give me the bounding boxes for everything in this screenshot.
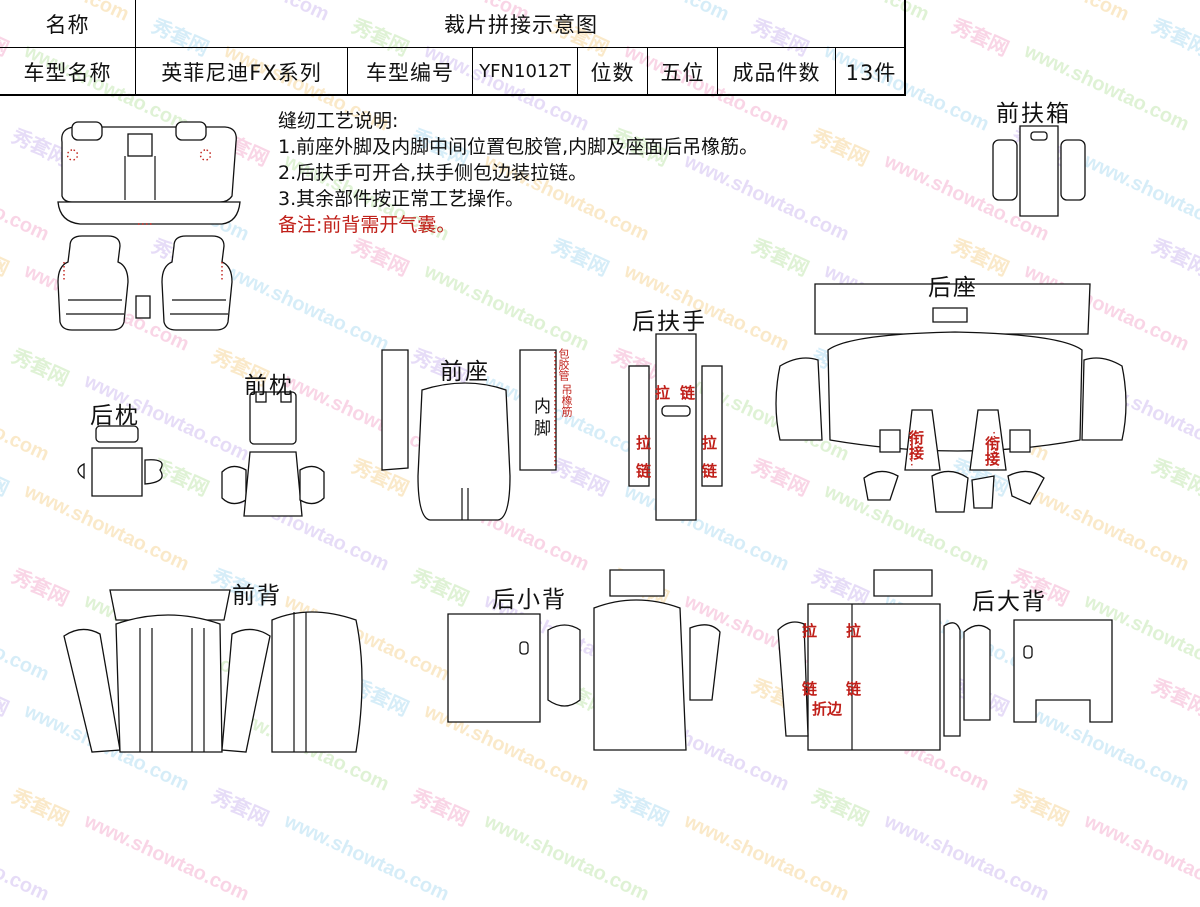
- model-code-value: YFN1012T: [473, 47, 578, 96]
- label-front-headrest: 前枕: [244, 373, 294, 399]
- pieces-label: 成品件数: [718, 47, 836, 96]
- watermark-text-en: www.showtao.com: [80, 810, 253, 906]
- label-rear-headrest: 后枕: [90, 403, 140, 429]
- annotation-fold-edge: 折边: [812, 700, 843, 718]
- watermark-text-en: www.showtao.com: [680, 810, 853, 906]
- rear-small-back-pieces: [447, 569, 721, 751]
- rear-armrest-pieces: [628, 333, 723, 521]
- label-rear-armrest: 后扶手: [632, 309, 707, 335]
- annotation-zip-lian-back-left: 链: [802, 680, 818, 698]
- model-code-label: 车型编号: [348, 47, 473, 96]
- label-front-back: 前背: [232, 583, 282, 609]
- watermark-text-en: www.showtao.com: [1080, 810, 1200, 906]
- model-name-label: 车型名称: [0, 47, 136, 96]
- diagram-title: 裁片拼接示意图: [444, 12, 598, 37]
- annotation-tube-wrap: 包胶管: [557, 348, 570, 381]
- seats-value: 五位: [648, 47, 718, 96]
- model-name-value: 英菲尼迪FX系列: [136, 47, 348, 96]
- label-rear-small-back: 后小背: [492, 587, 567, 613]
- label-rear-seat: 后座: [928, 275, 978, 301]
- annotation-zip-lian-right: 链: [702, 462, 718, 480]
- annotation-join-left: 衔接: [907, 430, 925, 460]
- annotation-zip-lian-back-right: 链: [846, 680, 862, 698]
- rear-seat-pieces: [775, 283, 1127, 513]
- label-rear-large-back: 后大背: [972, 589, 1047, 615]
- pieces-value: 13件: [845, 60, 897, 85]
- watermark-text-en: www.showtao.com: [480, 810, 653, 906]
- front-back-pieces: [63, 589, 363, 753]
- rear-headrest-pieces: [77, 425, 163, 497]
- notes-line-1: 1.前座外脚及内脚中间位置包胶管,内脚及座面后吊橡筋。: [278, 136, 759, 158]
- watermark-text-en: www.showtao.com: [880, 810, 1053, 906]
- overview-rear-seat: [57, 121, 241, 225]
- annotation-zip-la-back-right: 拉: [846, 622, 862, 640]
- watermark-text-en: www.showtao.com: [0, 810, 53, 906]
- annotation-zip-la-left: 拉: [636, 434, 652, 452]
- notes-title: 缝纫工艺说明:: [278, 110, 399, 132]
- header-divider: [0, 47, 906, 48]
- label-front-console: 前扶箱: [996, 101, 1071, 127]
- annotation-zip-lian-top: 链: [680, 384, 696, 402]
- rear-large-back-pieces: [777, 569, 1113, 751]
- watermark-text-en: www.showtao.com: [280, 810, 453, 906]
- annotation-join-right: 衔接: [983, 436, 1001, 466]
- annotation-zip-lian-left: 链: [636, 462, 652, 480]
- front-seat-pieces: [381, 349, 557, 521]
- sewing-notes: 缝纫工艺说明: 1.前座外脚及内脚中间位置包胶管,内脚及座面后吊橡筋。 2.后扶…: [278, 108, 758, 238]
- front-console-pieces: [992, 125, 1086, 217]
- notes-line-2: 2.后扶手可开合,扶手侧包边装拉链。: [278, 162, 588, 184]
- pattern-pieces: [57, 121, 1127, 753]
- front-headrest-pieces: [221, 391, 325, 517]
- seats-label: 位数: [578, 47, 648, 96]
- annotation-elastic: 吊橡筋: [560, 384, 573, 417]
- annotation-zip-la-right: 拉: [702, 434, 718, 452]
- annotation-inner: 内: [534, 397, 551, 417]
- header-table: 名称 裁片拼接示意图 车型名称 英菲尼迪FX系列 车型编号 YFN1012T 位…: [0, 0, 906, 96]
- label-front-seat: 前座: [440, 359, 490, 385]
- notes-remark: 备注:前背需开气囊。: [278, 214, 456, 236]
- annotation-zip-la-top: 拉: [655, 384, 671, 402]
- name-label: 名称: [0, 0, 136, 47]
- annotation-leg: 脚: [534, 419, 551, 439]
- notes-line-3: 3.其余部件按正常工艺操作。: [278, 188, 525, 210]
- overview-front-seats: [57, 235, 233, 331]
- annotation-zip-la-back-left: 拉: [802, 622, 818, 640]
